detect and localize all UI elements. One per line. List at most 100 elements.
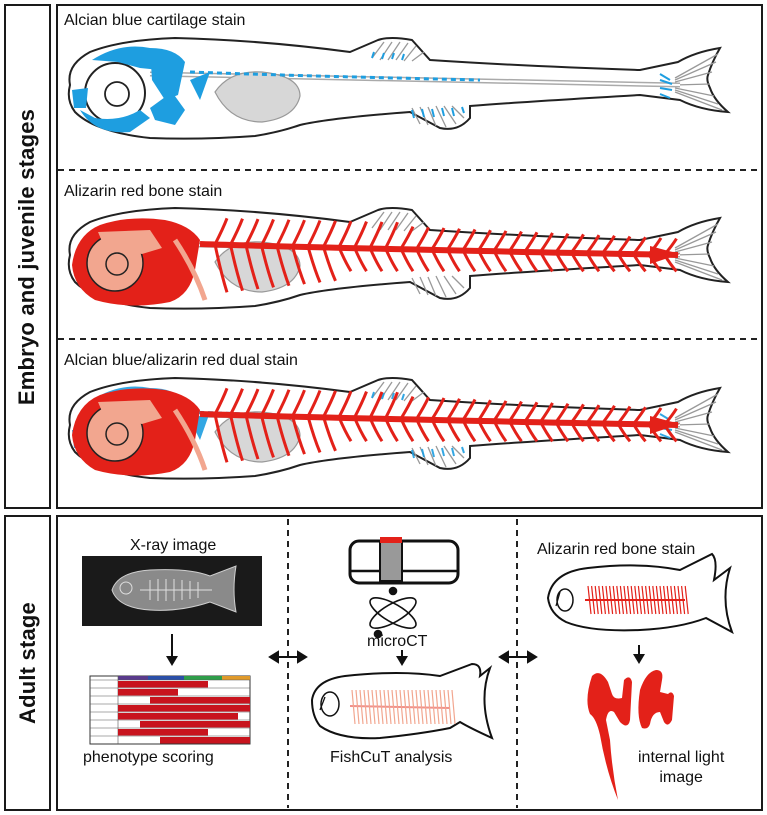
neural-spine [461, 228, 477, 251]
rib [353, 246, 368, 273]
rib [523, 420, 539, 443]
adult-rib [655, 585, 660, 615]
rib [291, 415, 306, 455]
adult-rib [630, 585, 635, 615]
rib [275, 245, 291, 287]
fishcut-rib [387, 689, 392, 725]
vertebra-icon-2 [638, 670, 674, 729]
side-label-box-bottom [4, 515, 51, 811]
neural-spine [291, 389, 306, 417]
rib [446, 249, 461, 273]
neural-spine [539, 402, 554, 423]
adult-rib [605, 585, 610, 615]
neural-spine [415, 396, 430, 420]
neural-spine [446, 228, 461, 251]
phenotype-bar [118, 689, 178, 696]
neural-spine [492, 230, 508, 252]
rib [229, 244, 244, 292]
down-arrow-icon-1 [166, 634, 178, 666]
adult-rib [645, 585, 650, 615]
phenotype-header-bar [222, 676, 250, 680]
neural-spine [337, 390, 353, 418]
rib [508, 250, 523, 273]
adult-rib [594, 585, 599, 615]
fishcut-rib [391, 689, 396, 725]
fishcut-rib [359, 689, 364, 725]
neural-spine [477, 229, 492, 252]
fishcut-title: FishCuT analysis [330, 749, 453, 766]
phenotype-bar [118, 713, 238, 720]
fishcut-rib [415, 689, 420, 725]
rib [399, 418, 415, 443]
rib [492, 420, 508, 443]
adult-rib [616, 585, 621, 615]
rib [213, 244, 229, 293]
fishcut-rib [363, 689, 368, 725]
fishcut-rib [395, 689, 400, 725]
rib [554, 251, 570, 273]
adult-rib [673, 585, 678, 615]
adult-rib [598, 585, 603, 615]
adult-rib [677, 585, 682, 615]
fishcut-rib [411, 689, 416, 725]
rib [260, 415, 275, 458]
vertebral-column [199, 241, 679, 258]
neural-spine [523, 231, 539, 253]
adult-rib [612, 585, 617, 615]
internal-light-title: internal light image [638, 749, 725, 786]
neural-spine [229, 218, 244, 246]
fishcut-rib [355, 689, 360, 725]
down-arrow-icon-2 [396, 650, 408, 666]
caudal-bone [650, 416, 680, 434]
rib [337, 416, 353, 442]
rib [461, 249, 477, 273]
neural-spine [384, 221, 399, 249]
rib [523, 250, 539, 273]
rib [384, 417, 399, 443]
neural-spine [275, 389, 291, 417]
neural-spine [322, 220, 337, 248]
double-arrow-icon-1 [268, 650, 308, 664]
adult-rib [652, 585, 657, 615]
neural-spine [213, 217, 229, 246]
neural-spine [353, 221, 368, 249]
neural-spine [260, 218, 275, 247]
double-arrow-icon-2 [498, 650, 538, 664]
xray-eye-icon [119, 581, 133, 595]
neural-spine [244, 388, 260, 416]
rib [213, 414, 229, 463]
alizarin-adult-title: Alizarin red bone stain [537, 541, 696, 558]
vertebra-icon-1 [587, 673, 632, 800]
rib [492, 250, 508, 273]
rib [306, 246, 322, 284]
adult-rib [627, 585, 632, 615]
neural-spine [539, 232, 554, 253]
down-arrow-icon-3 [633, 645, 645, 664]
adult-rib [659, 585, 664, 615]
dual-title: Alcian blue/alizarin red dual stain [64, 352, 298, 369]
fishcut-rib [383, 689, 388, 725]
rib [229, 414, 244, 462]
rib [539, 251, 554, 273]
fishcut-rib [435, 689, 440, 725]
neural-spine [601, 235, 616, 255]
phenotype-bar [118, 729, 208, 736]
rib [384, 247, 399, 273]
neural-spine [616, 235, 632, 255]
fish-alcian [69, 38, 728, 139]
adult-rib [684, 585, 689, 615]
rib [616, 252, 632, 273]
fishcut-rib [371, 689, 376, 725]
rib [322, 416, 337, 452]
phenotype-header-bar [148, 676, 184, 680]
neural-spine [306, 219, 322, 248]
neural-spine [399, 226, 415, 250]
neural-spine [508, 230, 523, 252]
fishcut-rib [407, 689, 412, 725]
adult-rib [591, 585, 596, 615]
rib [570, 251, 585, 273]
adult-rib [601, 585, 606, 615]
fishcut-rib [431, 689, 436, 725]
rib [585, 252, 601, 273]
